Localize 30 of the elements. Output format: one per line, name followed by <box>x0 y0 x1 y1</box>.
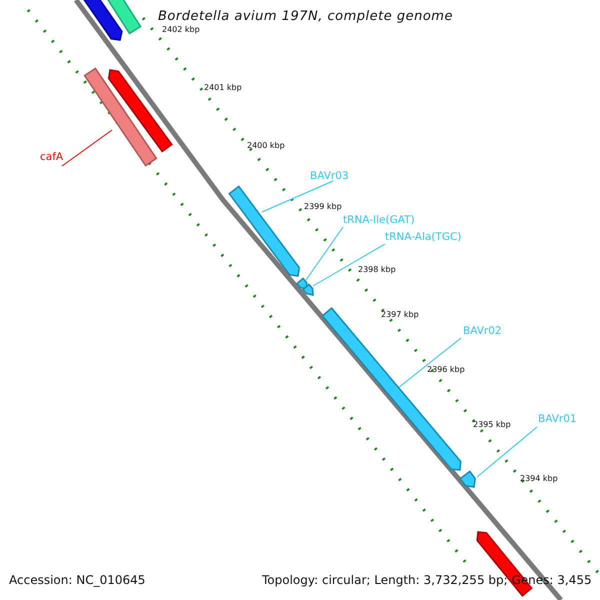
tick-label: 2397 kbp <box>381 310 419 320</box>
gene-block <box>82 0 123 41</box>
genome-summary: Topology: circular; Length: 3,732,255 bp; Genes: 3,455 <box>262 574 592 588</box>
gene-block <box>108 69 173 153</box>
gene-block <box>459 470 476 488</box>
gene-block <box>84 67 158 167</box>
gene-block <box>105 0 142 35</box>
leader-line <box>398 338 462 388</box>
gene-label: tRNA-Ala(TGC) <box>385 231 462 244</box>
leader-line <box>476 426 538 478</box>
leader-line <box>312 244 386 286</box>
tick-label: 2400 kbp <box>247 141 285 150</box>
gene-block <box>302 283 314 296</box>
gene-label: BAVr02 <box>463 325 502 338</box>
gene-label: tRNA-Ile(GAT) <box>343 214 415 226</box>
tick-label: 2394 kbp <box>520 474 558 484</box>
map-title: Bordetella avium 197N, complete genome <box>158 10 453 25</box>
tick-label: 2395 kbp <box>473 420 511 430</box>
accession-text: Accession: NC_010645 <box>9 574 146 588</box>
gene-label: BAVr03 <box>310 170 349 182</box>
gene-label: cafA <box>40 151 64 164</box>
leader-line <box>62 130 112 166</box>
leader-line <box>262 180 334 212</box>
gene-block <box>228 185 300 277</box>
gene-label: BAVr01 <box>538 413 577 426</box>
tick-label: 2402 kbp <box>162 25 200 34</box>
leader-line <box>306 226 344 280</box>
tick-label: 2396 kbp <box>427 365 465 374</box>
tick-label: 2401 kbp <box>204 83 242 92</box>
tick-label: 2398 kbp <box>358 265 396 274</box>
